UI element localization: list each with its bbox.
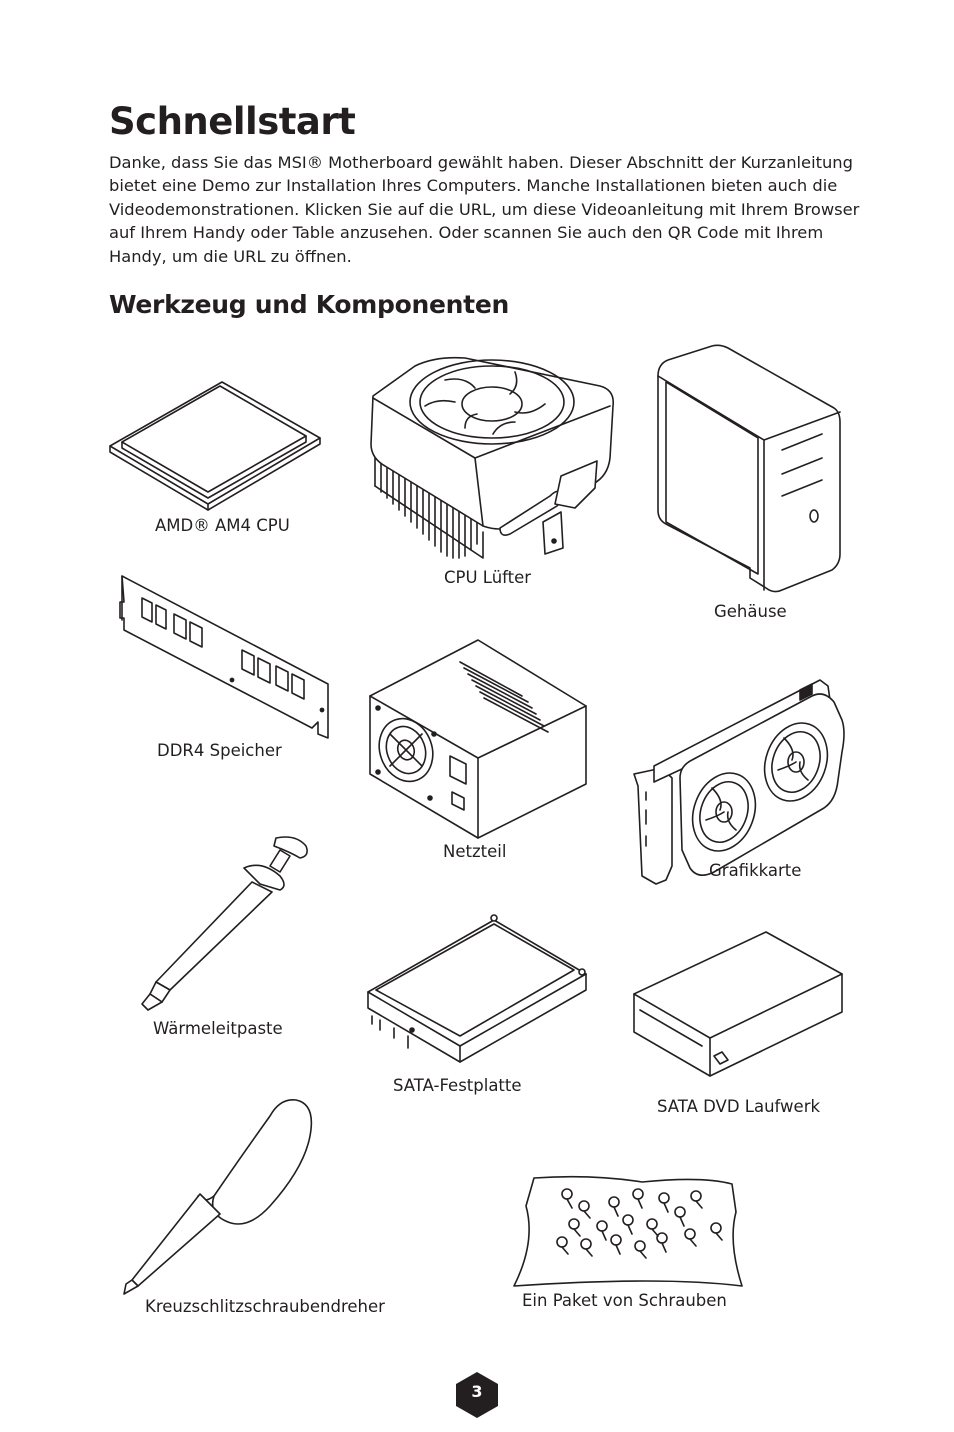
screwdriver-icon [123,1099,313,1295]
component-case [654,342,844,594]
hdd-label: SATA-Festplatte [393,1076,522,1095]
page-title: Schnellstart [109,100,356,143]
cpu-icon [109,381,321,511]
component-dvd [632,930,846,1080]
hard-drive-icon [367,914,587,1063]
screwdriver-label: Kreuzschlitzschraubendreher [145,1297,385,1316]
ram-module-icon [119,575,329,739]
component-cpu-cooler [365,336,620,561]
gpu-label: Grafikkarte [709,861,802,880]
intro-text: Danke, dass Sie das MSI® Motherboard gew… [109,153,860,266]
page-number-badge: 3 [456,1372,498,1418]
cpu-label: AMD® AM4 CPU [155,516,290,535]
component-psu [366,638,590,840]
component-hdd [364,912,590,1068]
cpu-cooler-label: CPU Lüfter [444,568,532,587]
case-label: Gehäuse [714,602,787,621]
component-cpu [108,380,323,511]
component-gpu [632,670,854,892]
component-screwdriver [120,1096,318,1296]
dvd-drive-icon [633,931,843,1077]
pc-case-icon [657,344,841,593]
component-ram [118,572,333,740]
graphics-card-icon [633,679,845,885]
cpu-cooler-icon [370,356,615,559]
thermal-paste-label: Wärmeleitpaste [153,1019,283,1038]
ram-label: DDR4 Speicher [157,741,282,760]
section-title: Werkzeug und Komponenten [109,290,509,319]
screws-label: Ein Paket von Schrauben [522,1291,727,1310]
page-number-shape [456,1372,498,1418]
page-number: 3 [471,1382,483,1401]
component-screws [512,1172,744,1290]
power-supply-icon [369,639,587,839]
dvd-label: SATA DVD Laufwerk [657,1097,821,1116]
component-thermal-paste [140,832,310,1012]
psu-label: Netzteil [443,842,507,861]
thermal-paste-syringe-icon [141,836,308,1011]
screw-bag-icon [513,1175,743,1287]
